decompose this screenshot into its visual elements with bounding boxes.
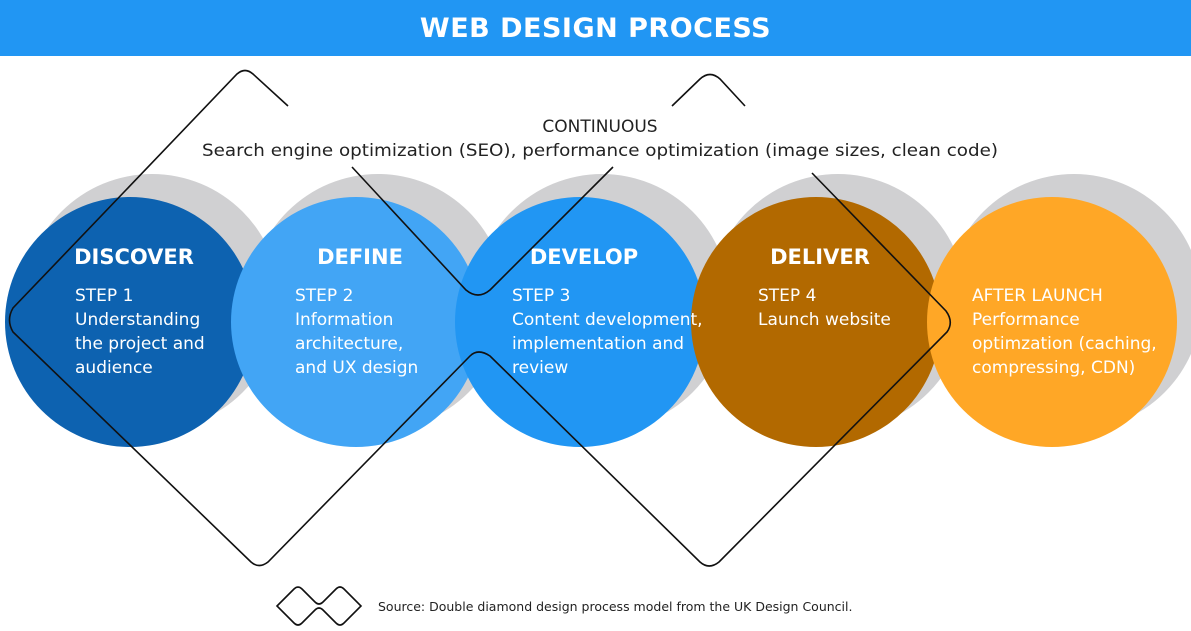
stage-text-line: audience <box>75 358 153 378</box>
stage-circle <box>927 197 1177 447</box>
continuous-heading: CONTINUOUS <box>542 117 657 137</box>
stage-text-line: optimzation (caching, <box>972 334 1157 354</box>
source-note: Source: Double diamond design process mo… <box>275 586 852 626</box>
stage-text-line: STEP 3 <box>512 286 570 306</box>
page-title: WEB DESIGN PROCESS <box>419 12 772 44</box>
stage-text-line: Launch website <box>758 310 891 330</box>
continuous-note: CONTINUOUS Search engine optimization (S… <box>202 117 998 161</box>
diamond-left <box>8 69 952 567</box>
stage-circle <box>691 197 941 447</box>
double-diamond-outline <box>8 69 952 567</box>
stage-title: DEFINE <box>317 245 403 269</box>
stage-text-line: the project and <box>75 334 205 354</box>
double-diamond-icon <box>275 586 363 626</box>
stage-circles <box>5 197 1177 447</box>
stage-text-line: review <box>512 358 568 378</box>
stage-text-line: STEP 1 <box>75 286 133 306</box>
continuous-text: Search engine optimization (SEO), perfor… <box>202 141 998 161</box>
stage-text-line: AFTER LAUNCH <box>972 286 1103 306</box>
stage-circle <box>455 197 705 447</box>
stage-text-line: Content development, <box>512 310 703 330</box>
stage-text-line: compressing, CDN) <box>972 358 1135 378</box>
stage-text-line: Information <box>295 310 393 330</box>
diamond-top-peak <box>671 73 746 107</box>
diamond-right <box>351 166 614 296</box>
stage-circle <box>231 197 481 447</box>
stage-title: DISCOVER <box>74 245 194 269</box>
stage-text-line: architecture, <box>295 334 403 354</box>
stage-text-line: Performance <box>972 310 1080 330</box>
stage-text-line: STEP 4 <box>758 286 816 306</box>
title-bar: WEB DESIGN PROCESS <box>0 0 1191 56</box>
stage-text-line: STEP 2 <box>295 286 353 306</box>
stage-title: DELIVER <box>770 245 870 269</box>
stage-text-line: implementation and <box>512 334 684 354</box>
stage-text-line: and UX design <box>295 358 418 378</box>
stage-labels: DISCOVER STEP 1 Understanding the project a… <box>74 245 1157 378</box>
stage-title: DEVELOP <box>530 245 638 269</box>
source-text: Source: Double diamond design process mo… <box>378 599 852 614</box>
stage-text-line: Understanding <box>75 310 200 330</box>
